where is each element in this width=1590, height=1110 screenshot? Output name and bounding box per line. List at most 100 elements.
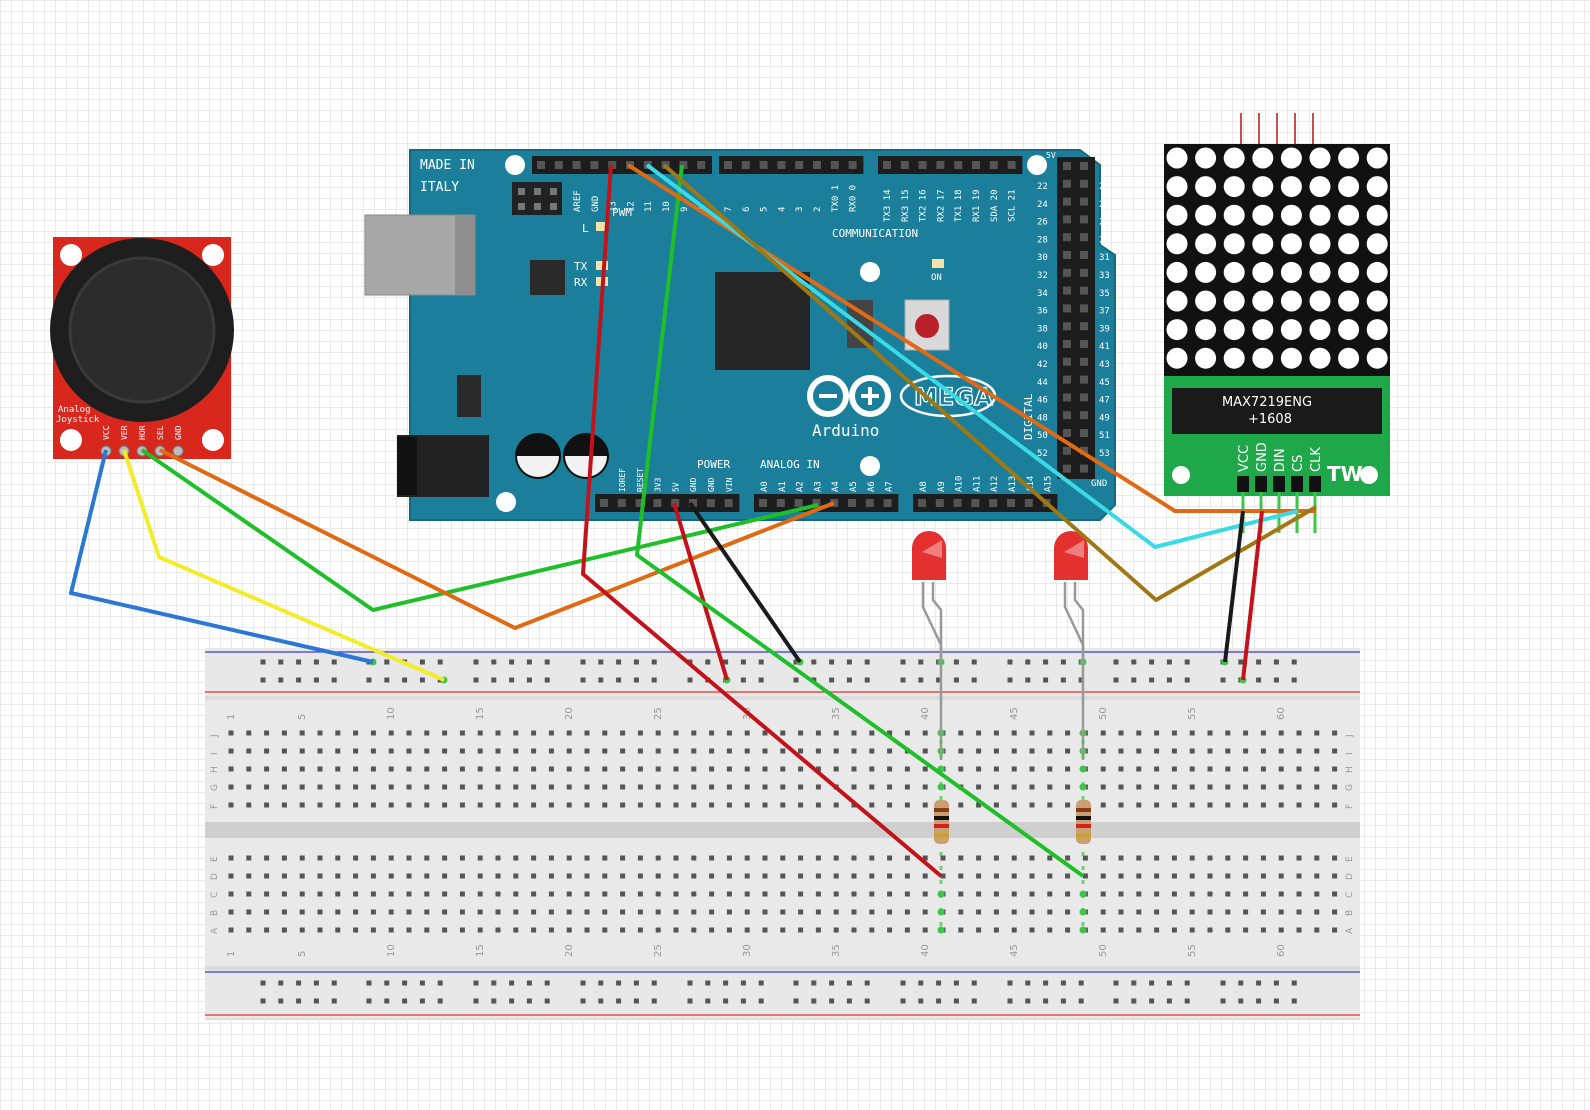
header-pin[interactable]: [1080, 233, 1088, 242]
header-pin[interactable]: [679, 161, 688, 169]
header-pin[interactable]: [724, 161, 732, 169]
header-pin[interactable]: [1080, 215, 1088, 224]
header-pin[interactable]: [1080, 357, 1088, 366]
wire-orange-sel[interactable]: [159, 448, 835, 630]
wire-red-matrix-vcc[interactable]: [1241, 510, 1264, 681]
header-pin[interactable]: [1080, 429, 1088, 437]
header-pin[interactable]: [1080, 197, 1088, 206]
wire-green-led2[interactable]: [635, 164, 1085, 878]
header-pin[interactable]: [1080, 268, 1088, 277]
header-pin[interactable]: [1063, 304, 1071, 313]
header-pin[interactable]: [653, 499, 662, 507]
header-pin[interactable]: [1080, 446, 1088, 455]
header-pin[interactable]: [759, 161, 768, 169]
header-pin[interactable]: [1063, 286, 1071, 295]
header-pin[interactable]: [918, 499, 926, 507]
header-pin[interactable]: [1063, 375, 1071, 384]
header-pin[interactable]: [865, 499, 874, 507]
matrix-pin[interactable]: [1291, 476, 1303, 492]
wire-red-led1[interactable]: [581, 164, 943, 878]
header-pin[interactable]: [1080, 304, 1088, 313]
header-pin[interactable]: [608, 161, 617, 169]
header-pin[interactable]: [1063, 357, 1071, 366]
header-pin[interactable]: [697, 161, 706, 169]
header-pin[interactable]: [794, 499, 803, 507]
header-pin[interactable]: [776, 499, 785, 507]
header-pin[interactable]: [1063, 322, 1071, 331]
header-pin[interactable]: [813, 161, 821, 169]
header-pin[interactable]: [1080, 251, 1088, 259]
header-pin[interactable]: [812, 499, 821, 507]
header-pin[interactable]: [900, 161, 909, 169]
header-pin[interactable]: [1007, 161, 1016, 169]
header-pin[interactable]: [572, 161, 581, 169]
header-pin[interactable]: [1063, 464, 1071, 473]
header-pin[interactable]: [537, 161, 545, 169]
header-pin[interactable]: [1063, 179, 1071, 188]
header-pin[interactable]: [1080, 179, 1088, 188]
header-pin[interactable]: [795, 161, 804, 169]
header-pin[interactable]: [741, 161, 750, 169]
header-pin[interactable]: [1063, 268, 1071, 277]
header-pin[interactable]: [1080, 375, 1088, 384]
header-pin[interactable]: [590, 161, 599, 169]
header-pin[interactable]: [1080, 286, 1088, 295]
header-pin[interactable]: [918, 161, 927, 169]
header-pin[interactable]: [1080, 393, 1088, 402]
header-pin[interactable]: [1080, 340, 1088, 348]
matrix-pin[interactable]: [1309, 476, 1321, 492]
header-pin[interactable]: [972, 161, 980, 169]
header-pin[interactable]: [777, 161, 786, 169]
header-pin[interactable]: [953, 499, 962, 507]
header-pin[interactable]: [617, 499, 626, 507]
header-pin[interactable]: [971, 499, 980, 507]
header-pin[interactable]: [1063, 340, 1071, 348]
header-pin[interactable]: [724, 499, 733, 507]
reset-button-cap[interactable]: [915, 314, 939, 338]
wire-green-hor[interactable]: [140, 448, 819, 612]
header-pin[interactable]: [848, 499, 856, 507]
header-pin[interactable]: [689, 499, 697, 507]
wire-yellow-ver[interactable]: [122, 449, 445, 682]
header-pin[interactable]: [706, 499, 715, 507]
header-pin[interactable]: [1080, 322, 1088, 331]
header-pin[interactable]: [935, 499, 944, 507]
matrix-pin[interactable]: [1255, 476, 1267, 492]
header-pin[interactable]: [554, 161, 563, 169]
wire-blue-vcc[interactable]: [69, 449, 374, 664]
header-pin[interactable]: [1063, 162, 1071, 170]
wire-red-5v-rail[interactable]: [672, 502, 729, 681]
header-pin[interactable]: [1080, 464, 1088, 473]
joystick-pin[interactable]: [172, 445, 184, 457]
header-pin[interactable]: [848, 161, 857, 169]
header-pin[interactable]: [989, 499, 998, 507]
header-pin[interactable]: [883, 161, 891, 169]
header-pin[interactable]: [954, 161, 963, 169]
header-pin[interactable]: [989, 161, 998, 169]
wire-orange-clk[interactable]: [626, 163, 1316, 513]
wire-cyan-cs[interactable]: [645, 163, 1299, 549]
header-pin[interactable]: [830, 499, 839, 507]
header-pin[interactable]: [1063, 429, 1071, 437]
wire-black-matrix-gnd[interactable]: [1223, 510, 1245, 663]
header-pin[interactable]: [1080, 411, 1088, 420]
header-pin[interactable]: [1063, 251, 1071, 259]
wire-brown-din[interactable]: [662, 163, 1318, 602]
header-pin[interactable]: [883, 499, 892, 507]
header-pin[interactable]: [759, 499, 767, 507]
header-pin[interactable]: [1063, 393, 1071, 402]
header-pin[interactable]: [635, 499, 644, 507]
header-pin[interactable]: [830, 161, 839, 169]
header-pin[interactable]: [1063, 215, 1071, 224]
header-pin[interactable]: [1063, 446, 1071, 455]
matrix-pin[interactable]: [1237, 476, 1249, 492]
header-pin[interactable]: [936, 161, 945, 169]
header-pin[interactable]: [1024, 499, 1033, 507]
header-pin[interactable]: [1063, 197, 1071, 206]
header-pin[interactable]: [1063, 411, 1071, 420]
joystick-knob[interactable]: [68, 256, 216, 404]
header-pin[interactable]: [600, 499, 608, 507]
wire-black-gnd-rail[interactable]: [688, 501, 802, 664]
header-pin[interactable]: [1007, 499, 1015, 507]
header-pin[interactable]: [1080, 162, 1088, 170]
